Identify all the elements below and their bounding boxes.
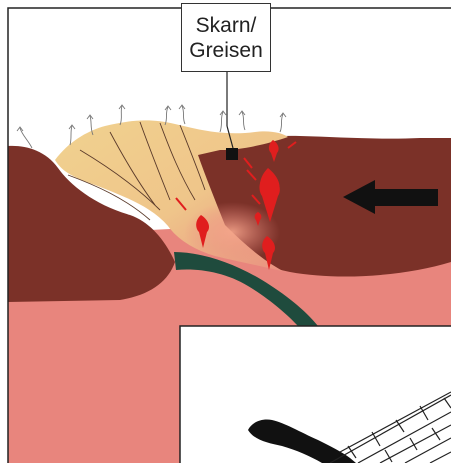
skarn-greisen-label: Skarn/ Greisen bbox=[181, 3, 271, 72]
label-line-1: Skarn/ bbox=[182, 14, 270, 38]
label-line-2: Greisen bbox=[182, 39, 270, 63]
skarn-marker bbox=[226, 148, 238, 160]
